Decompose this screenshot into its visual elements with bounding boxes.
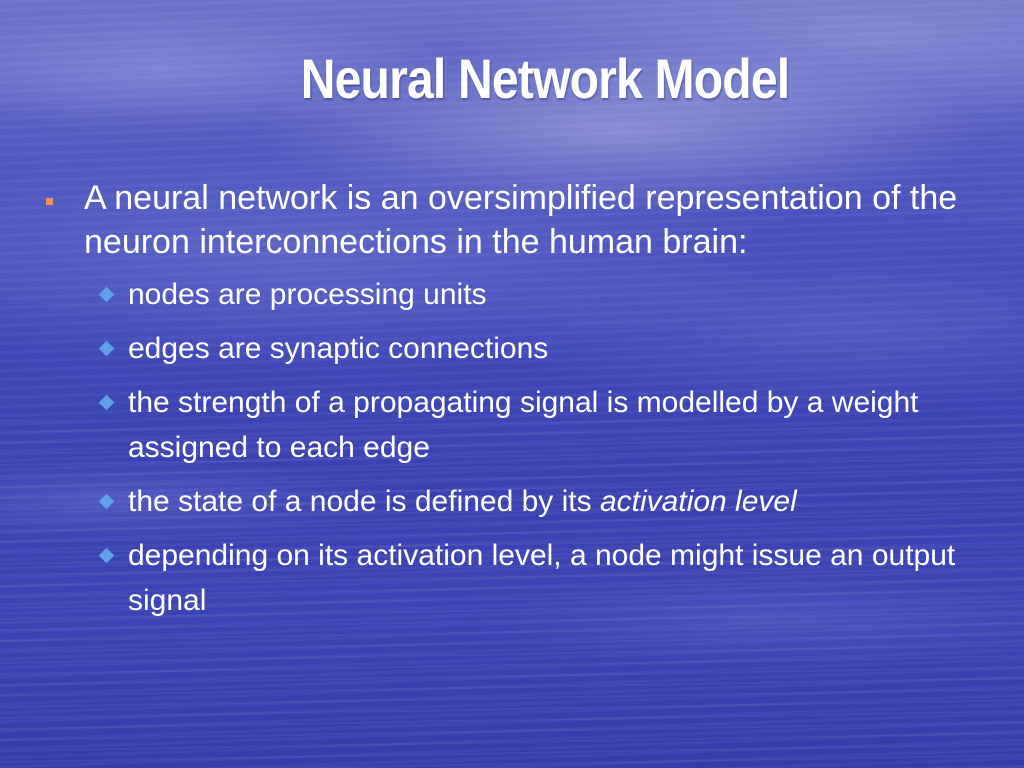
sub-bullet-text: nodes are processing units (128, 278, 487, 311)
sub-bullet-point: edges are synaptic connections (98, 326, 998, 371)
sub-bullet-point: the state of a node is defined by its ac… (98, 479, 998, 524)
sub-bullet-text: the strength of a propagating signal is … (128, 386, 919, 464)
diamond-bullet-icon (98, 286, 115, 303)
sub-bullet-text: edges are synaptic connections (128, 332, 549, 365)
sub-bullet-point: depending on its activation level, a nod… (98, 533, 998, 623)
diamond-bullet-icon (98, 493, 115, 510)
sub-bullet-point: nodes are processing units (98, 272, 998, 317)
diamond-bullet-icon (98, 394, 115, 411)
main-bullet-point: A neural network is an oversimplified re… (46, 176, 1004, 264)
sub-bullet-text: depending on its activation level, a nod… (128, 539, 956, 617)
sub-bullet-point: the strength of a propagating signal is … (98, 380, 998, 470)
diamond-bullet-icon (98, 340, 115, 357)
slide-body: A neural network is an oversimplified re… (0, 176, 1024, 632)
main-bullet-text: A neural network is an oversimplified re… (84, 179, 958, 261)
square-bullet-icon (46, 198, 53, 205)
diamond-bullet-icon (98, 547, 115, 564)
emphasized-term: activation level (599, 485, 797, 518)
sub-bullet-text: the state of a node is defined by its (128, 485, 600, 518)
sub-bullet-list: nodes are processing units edges are syn… (0, 272, 1024, 623)
slide-title: Neural Network Model (300, 47, 790, 110)
